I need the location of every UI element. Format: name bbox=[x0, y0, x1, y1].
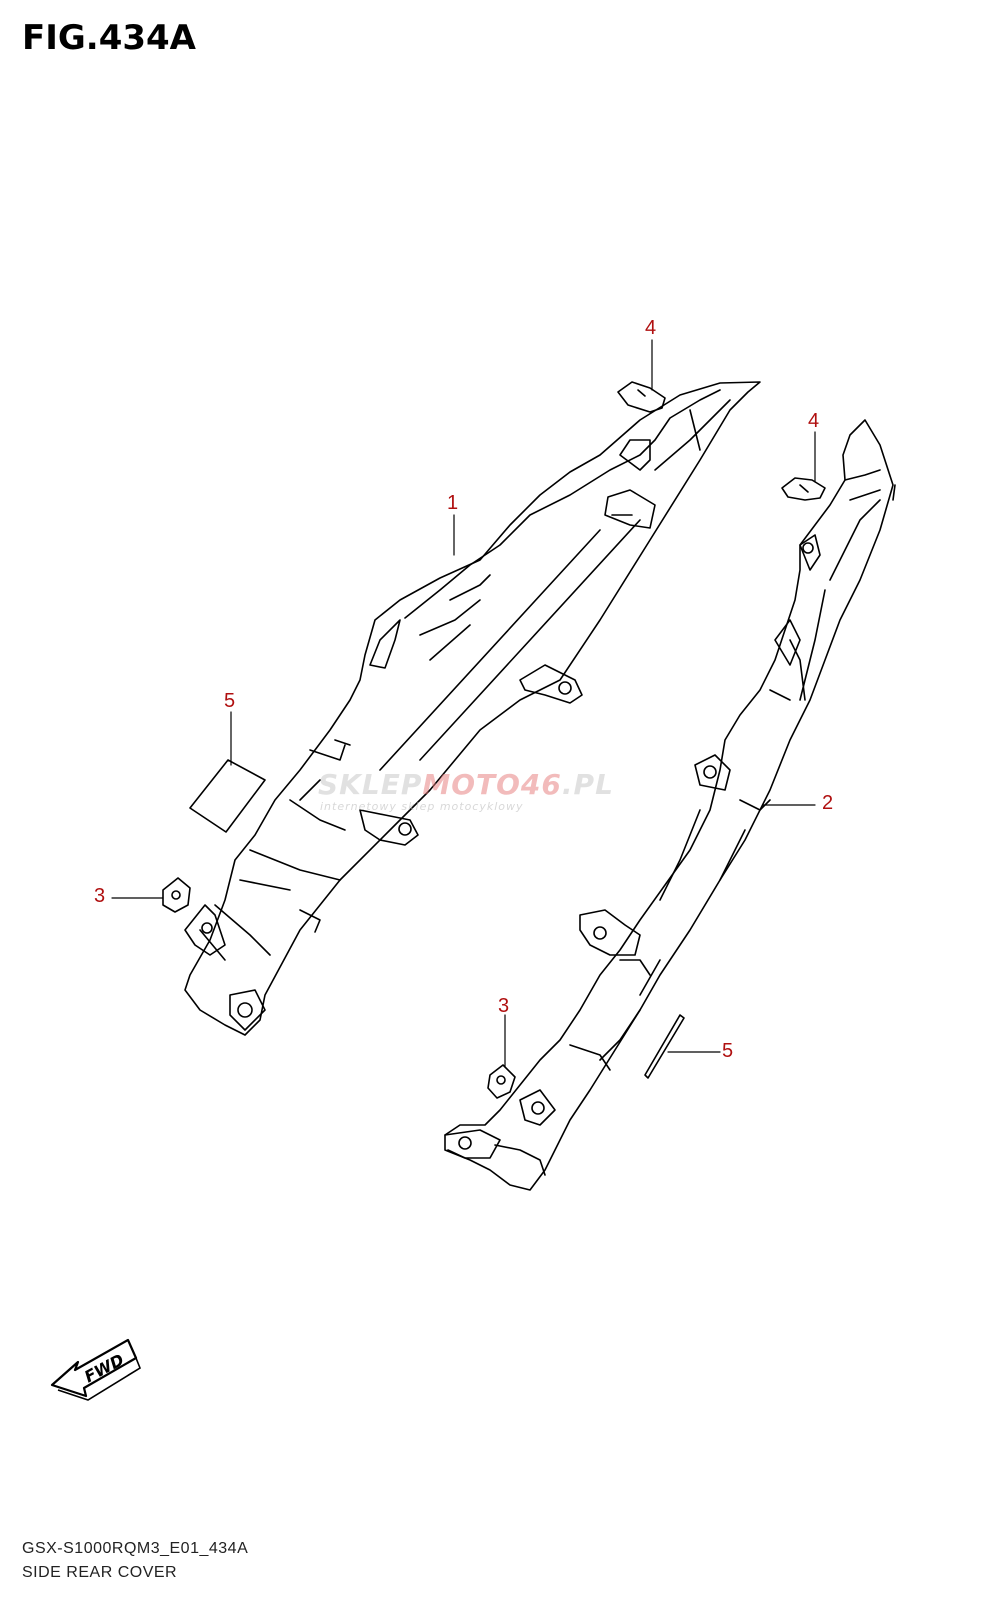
leader-lines bbox=[111, 339, 816, 1068]
nut-4b bbox=[781, 477, 826, 501]
clip-3a bbox=[162, 877, 191, 913]
model-code: GSX-S1000RQM3_E01_434A bbox=[22, 1540, 249, 1557]
figure-caption: SIDE REAR COVER bbox=[22, 1564, 178, 1581]
pad-5a bbox=[189, 759, 266, 833]
side-cover-right bbox=[444, 419, 896, 1191]
fwd-arrow-icon: FWD bbox=[50, 1338, 141, 1401]
callout-part-4b: 4 bbox=[808, 410, 820, 432]
callout-part-5b: 5 bbox=[722, 1040, 734, 1062]
side-cover-left bbox=[184, 381, 761, 1036]
callout-part-2: 2 bbox=[822, 792, 834, 814]
callout-part-5a: 5 bbox=[224, 690, 236, 712]
watermark-brand: SKLEPMOTO46.PL bbox=[318, 768, 614, 801]
nut-4a bbox=[617, 381, 666, 413]
pad-5b bbox=[644, 1014, 685, 1079]
clip-3b bbox=[487, 1064, 516, 1099]
figure-title: FIG.434A bbox=[22, 18, 196, 58]
callout-part-1: 1 bbox=[447, 492, 459, 514]
callout-part-3a: 3 bbox=[94, 885, 106, 907]
watermark-tagline: internetowy sklep motocyklowy bbox=[320, 800, 524, 813]
callout-part-4a: 4 bbox=[645, 317, 657, 339]
callout-part-3b: 3 bbox=[498, 995, 510, 1017]
